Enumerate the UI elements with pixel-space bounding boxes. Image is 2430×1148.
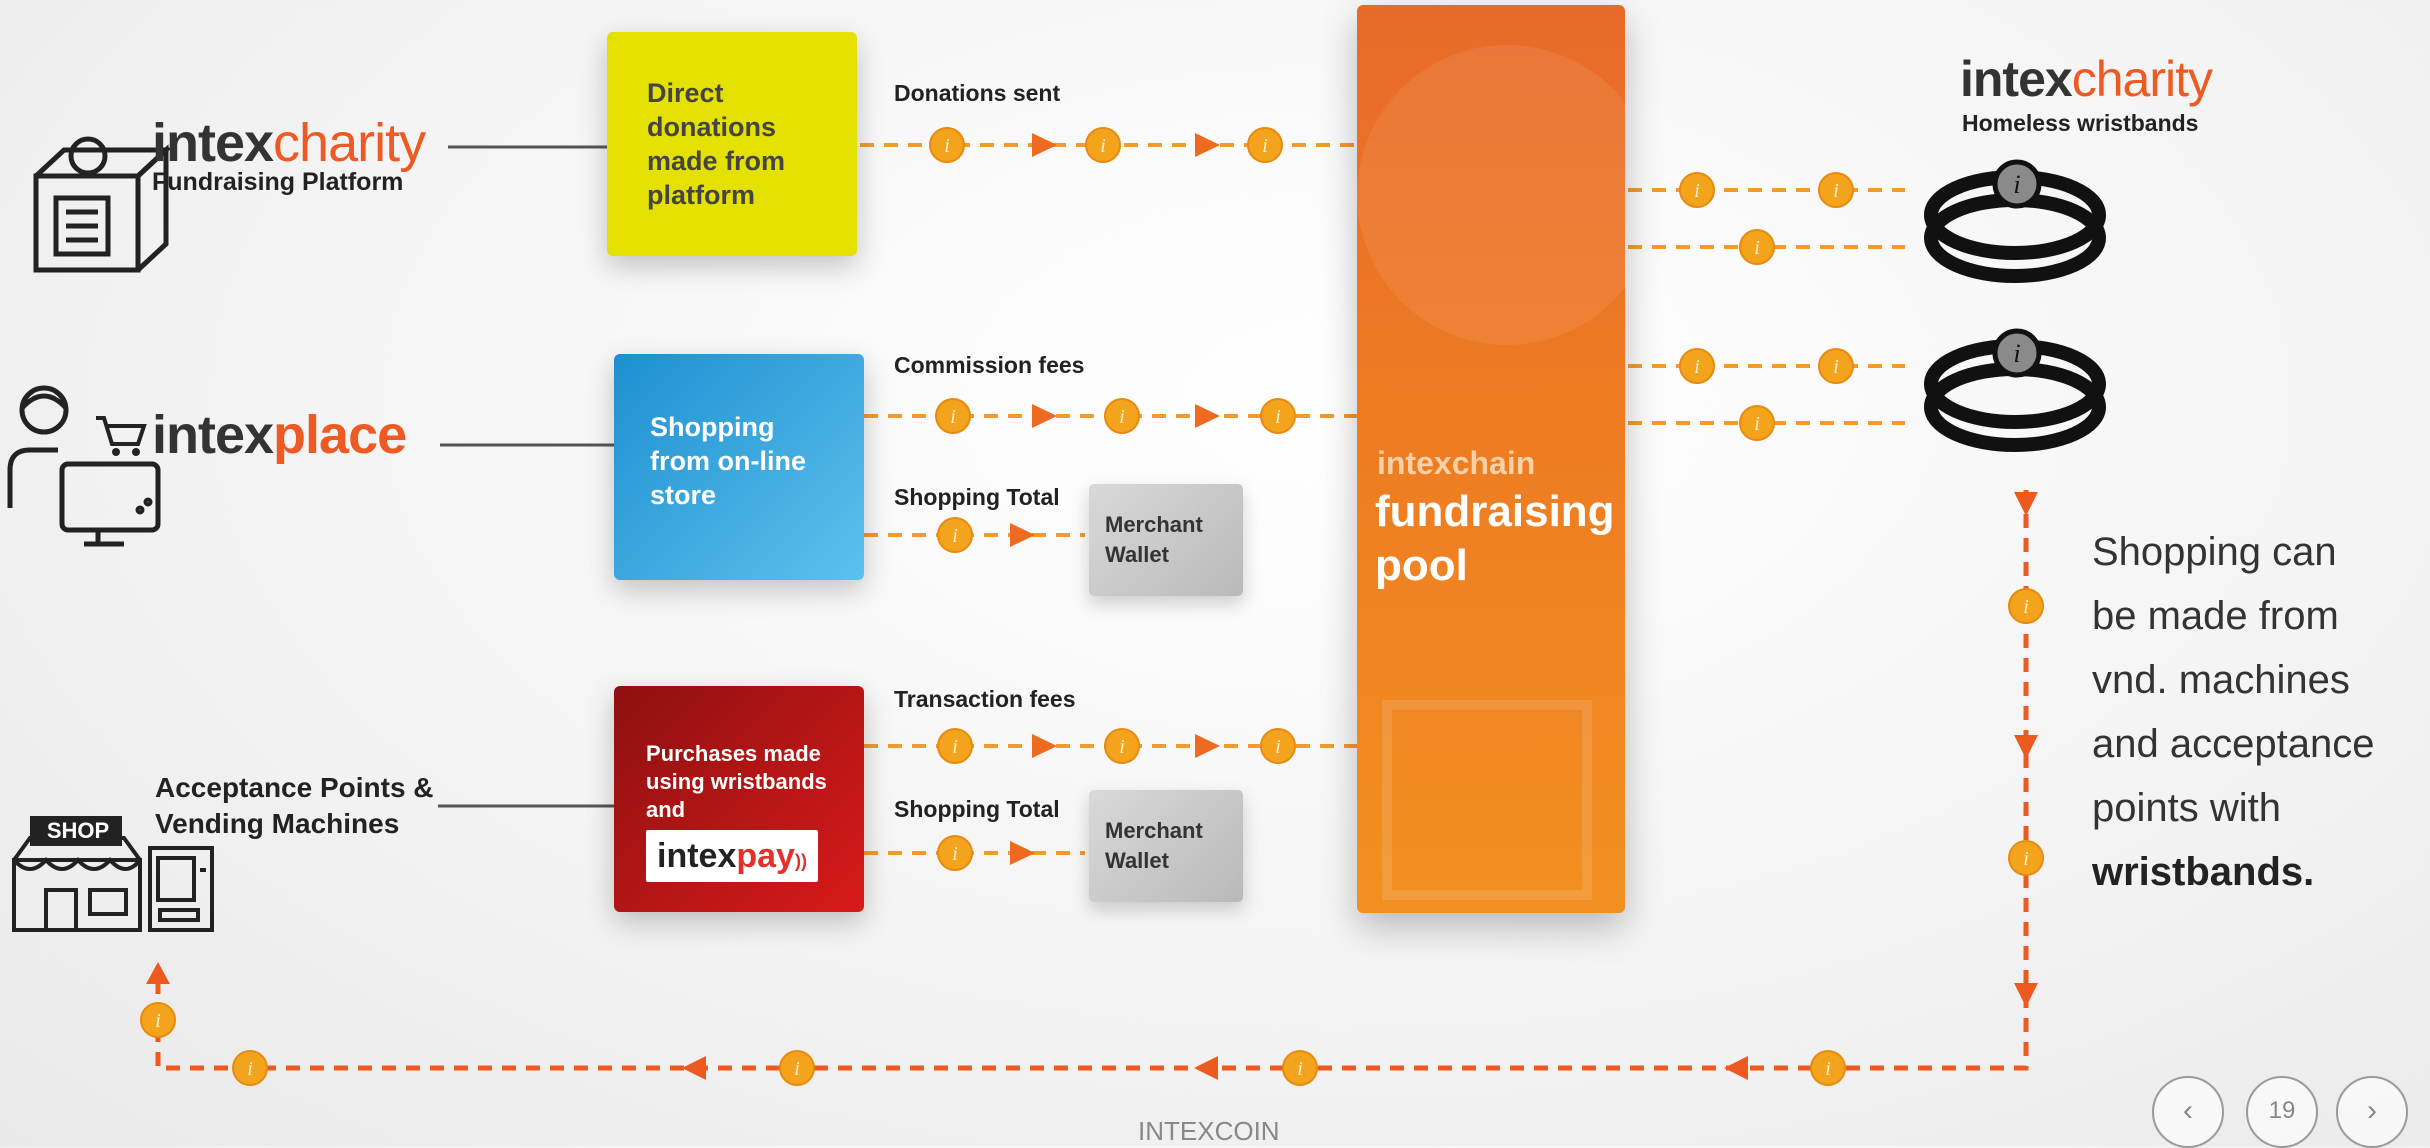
intexpay-logo: intexpay)) [646,830,818,882]
fundraising-pool: intexchain fundraising pool [1357,5,1625,913]
box-text-line: platform [647,180,755,210]
wristband-purchases-box: Purchases made using wristbands and inte… [614,686,864,912]
next-slide-button[interactable]: › [2336,1076,2408,1148]
box-text-line: store [650,480,717,510]
direct-donations-box: Direct donations made from platform [607,32,857,256]
brand-part-orange: charity [2071,51,2213,107]
arrow-down-icon [2014,735,2038,759]
charity-subtitle: Fundraising Platform [152,168,404,196]
brand-part-orange: pay [736,837,795,875]
box-text-line: from on-line [650,446,806,476]
brand-part-dark: intex [152,405,274,465]
label-commission-fees: Commission fees [894,352,1085,378]
box-text-line: Shopping [650,412,775,442]
box-text-line: using wristbands [646,769,827,794]
contactless-icon: )) [794,851,807,871]
label-shopping-total: Shopping Total [894,484,1060,510]
shop-sign: SHOP [46,818,110,843]
acceptance-title-line: Acceptance Points & [155,772,434,803]
wristband-coin-icon [1992,328,2042,378]
donation-box-icon [33,136,173,273]
label-transaction-fees: Transaction fees [894,686,1076,712]
wallet-label-line: Merchant [1105,512,1203,537]
label-donations-sent: Donations sent [894,80,1061,106]
arrow-right-icon [1010,523,1035,547]
intexcharity-logo: intexcharity [152,112,426,174]
side-note-bold: wristbands. [2092,850,2315,894]
arrow-right-icon [1195,404,1220,428]
pool-watermark-icon [1357,45,1625,900]
box-text-line: made from [647,146,786,176]
arrow-left-icon [1194,1056,1218,1080]
arrow-left-icon [1724,1056,1748,1080]
side-note-line: and acceptance [2092,722,2375,766]
merchant-wallet: Merchant Wallet [1089,790,1243,902]
chevron-left-icon: ‹ [2183,1094,2193,1127]
svg-text:i: i [2013,170,2020,199]
brand-part-orange: charity [273,113,426,173]
chevron-right-icon: › [2367,1094,2377,1127]
wallet-label-line: Wallet [1105,848,1169,873]
box-text-line: Direct [647,78,724,108]
wristband-coin-icon [1992,159,2042,209]
side-note-line: Shopping can [2092,530,2337,574]
arrow-right-icon [1195,734,1220,758]
box-text-line: Purchases made [646,741,821,766]
arrow-up-icon [146,962,170,984]
page-number: 19 [2246,1076,2318,1148]
box-text-line: donations [647,112,776,142]
target-subtitle: Homeless wristbands [1962,110,2199,136]
arrow-down-icon [2014,492,2038,516]
brand-part-dark: intex [657,837,737,875]
brand-part-dark: intex [1960,51,2073,107]
pool-title-line: pool [1375,541,1468,590]
footer-label: INTEXCOIN [1138,1116,1280,1146]
intexplace-logo: intexplace [152,404,407,466]
wallet-label-line: Wallet [1105,542,1169,567]
return-loop-line [155,490,2029,1071]
arrow-right-icon [1195,133,1220,157]
arrow-down-icon [2014,983,2038,1007]
arrow-right-icon [1032,734,1057,758]
prev-slide-button[interactable]: ‹ [2152,1076,2224,1148]
online-store-box: Shopping from on-line store [614,354,864,580]
acceptance-title-line: Vending Machines [155,808,400,839]
shop-icon [12,836,214,932]
brand-part-orange: place [273,405,407,465]
arrow-right-icon [1010,841,1035,865]
pool-title-line: fundraising [1375,487,1615,536]
shopping-cart-icon [96,416,147,456]
svg-text:i: i [2013,339,2020,368]
shop-sign-background [30,816,122,846]
box-text-line: and [646,797,686,822]
arrow-left-icon [682,1056,706,1080]
user-computer-icon [7,385,161,547]
wallet-label-line: Merchant [1105,818,1203,843]
side-note-line: vnd. machines [2092,658,2350,702]
side-note-line: be made from [2092,594,2339,638]
intexcharity-target-logo: intexcharity [1960,50,2213,108]
label-shopping-total: Shopping Total [894,796,1060,822]
brand-part-dark: intex [152,113,274,173]
pool-title: fundraising pool [1375,485,1615,593]
side-note: Shopping can be made from vnd. machines … [2092,520,2422,904]
merchant-wallet: Merchant Wallet [1089,484,1243,596]
coin-icons [140,127,2044,1086]
arrow-right-icon [1032,133,1057,157]
arrow-right-icon [1032,404,1057,428]
acceptance-points-title: Acceptance Points & Vending Machines [155,770,434,842]
pool-chain-label: intexchain [1377,445,1536,481]
side-note-line: points with [2092,786,2281,830]
